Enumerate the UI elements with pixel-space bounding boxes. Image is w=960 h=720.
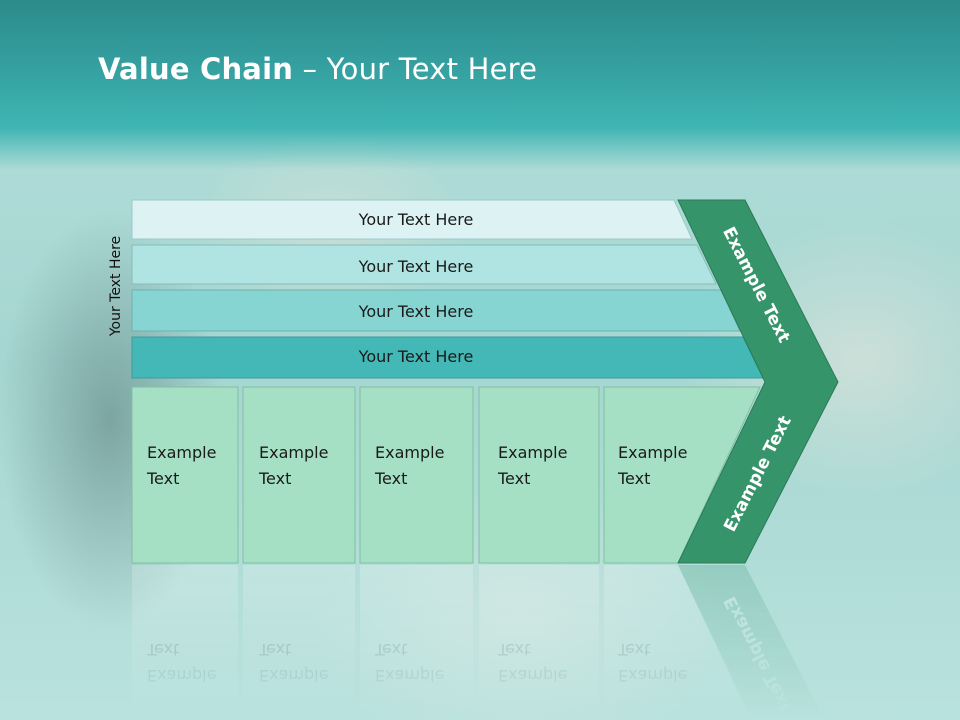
column-3-label-line2: Text — [374, 469, 407, 488]
svg-text:Example: Example — [375, 666, 444, 685]
diagram-reflection: Example Text Example Text Example Text E… — [132, 565, 825, 720]
column-3-label-line1: Example — [375, 443, 444, 462]
column-4-box[interactable] — [478, 386, 600, 564]
column-2-box[interactable] — [242, 386, 356, 564]
column-1-label-line2: Text — [146, 469, 179, 488]
column-5-label-line1: Example — [618, 443, 687, 462]
row-1-label: Your Text Here — [358, 210, 474, 229]
title-rest: – Your Text Here — [293, 52, 538, 86]
svg-text:Text: Text — [374, 640, 407, 659]
chevron-shape[interactable] — [677, 199, 839, 564]
support-rows: Your Text Here Your Text Here Your Text … — [131, 199, 764, 379]
svg-text:Text: Text — [617, 640, 650, 659]
svg-text:Text: Text — [258, 640, 291, 659]
title-bold: Value Chain — [98, 52, 294, 86]
column-1-box[interactable] — [131, 386, 239, 564]
row-2-label: Your Text Here — [358, 257, 474, 276]
column-4-label-line1: Example — [498, 443, 567, 462]
column-4-label-line2: Text — [497, 469, 530, 488]
primary-columns: Example Text Example Text Example Text E… — [131, 386, 761, 564]
row-1-bar[interactable] — [131, 199, 693, 240]
row-2-bar[interactable] — [131, 244, 717, 285]
svg-text:Text: Text — [146, 640, 179, 659]
svg-text:Text: Text — [497, 640, 530, 659]
row-3-bar[interactable] — [131, 289, 741, 332]
header-band — [0, 0, 960, 170]
row-4-label: Your Text Here — [358, 347, 474, 366]
column-2-label-line2: Text — [258, 469, 291, 488]
svg-text:Example: Example — [259, 666, 328, 685]
svg-text:Example: Example — [147, 666, 216, 685]
svg-text:Example: Example — [618, 666, 687, 685]
row-3-label: Your Text Here — [358, 302, 474, 321]
svg-text:Example: Example — [498, 666, 567, 685]
column-3-box[interactable] — [359, 386, 474, 564]
column-2-label-line1: Example — [259, 443, 328, 462]
column-5-label-line2: Text — [617, 469, 650, 488]
column-1-label-line1: Example — [147, 443, 216, 462]
slide-title[interactable]: Value Chain – Your Text Here — [98, 52, 537, 86]
